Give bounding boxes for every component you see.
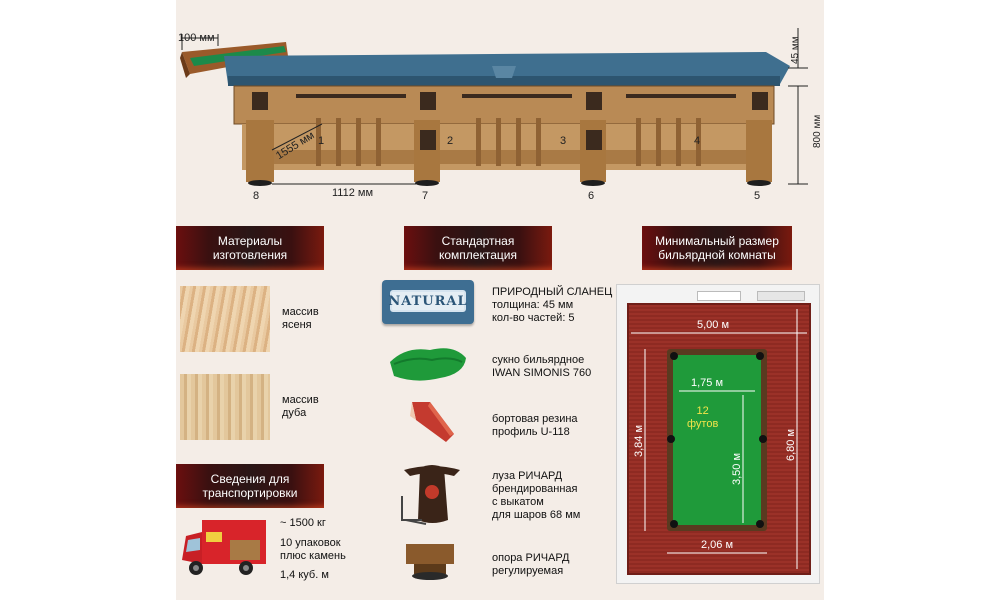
room-table-frame [667,349,767,531]
billiard-table-illustration [180,28,808,186]
natural-badge: NATURAL [388,290,467,312]
kit-support-text: опора РИЧАРД регулируемая [492,552,570,577]
leg-number-1: 1 [318,135,325,147]
slate-sample: NATURAL [382,280,474,324]
pocket-icon [756,352,764,360]
table-span-label: 1112 мм [332,187,374,199]
pocket-sample [401,465,460,525]
table-width-label: 1,75 м [691,377,724,389]
leg-number-5: 5 [754,190,761,202]
room-door [757,291,805,301]
leg-support-sample [406,544,454,580]
cloth-sample [390,348,466,381]
leg-number-7: 7 [422,190,429,202]
pocket-icon [756,520,764,528]
room-dimension-lines [631,309,807,569]
oak-wood-sample [180,374,270,440]
leg-number-3: 3 [560,135,567,147]
leg-number-6: 6 [588,190,595,202]
materials-banner: Материалы изготовления [176,226,324,270]
pocket-icon [759,435,767,443]
transport-packages: 10 упаковок плюс камень [280,537,346,562]
kit-banner: Стандартная комплектация [404,226,552,270]
kit-cloth-text: сукно бильярдное IWAN SIMONIS 760 [492,354,592,379]
oak-wood-label: массив дуба [282,394,319,419]
ash-wood-label: массив ясеня [282,306,319,331]
table-size-label: 12 футов [687,405,719,430]
outer-length-label: 3,84 м [633,424,645,457]
outer-width-label: 2,06 м [701,539,734,551]
dimension-lines [271,28,808,185]
ash-wood-sample [180,286,270,352]
product-info-panel: 100 мм 45 мм 800 мм 1555 мм 1112 мм 1 2 … [176,0,824,600]
transport-weight: ~ 1500 кг [280,517,326,529]
room-width-label: 5,00 м [697,319,730,331]
leg-number-2: 2 [447,135,454,147]
table-length-label: 3,50 м [731,452,743,485]
room-banner: Минимальный размер бильярдной комнаты [642,226,792,270]
leg-number-8: 8 [253,190,260,202]
room-title: Минимальный размер бильярдной комнаты [655,234,779,262]
table-frame [233,85,775,186]
room-window [697,291,741,301]
materials-title: Материалы изготовления [212,234,288,262]
pocket-icon [670,520,678,528]
kit-pocket-text: луза РИЧАРД брендированная с выкатом для… [492,470,581,521]
transport-volume: 1,4 куб. м [280,569,329,581]
leg-number-4: 4 [694,135,701,147]
kit-title: Стандартная комплектация [439,234,517,262]
pocket-icon [670,352,678,360]
kit-slate-text: ПРИРОДНЫЙ СЛАНЕЦ толщина: 45 мм кол-во ч… [492,286,613,324]
rubber-profile-sample [410,402,454,442]
room-length-label: 6,80 м [785,428,797,461]
slate-thickness-label: 45 мм [790,36,801,64]
kit-rubber-text: бортовая резина профиль U-118 [492,413,578,438]
pocket-icon [667,435,675,443]
room-plan: 5,00 м 6,80 м 1,75 м 3,50 м 3,84 м 2,06 … [616,284,820,584]
truck-icon [182,520,266,575]
transport-title: Сведения для транспортировки [202,472,298,500]
table-height-label: 800 мм [812,114,823,148]
transport-banner: Сведения для транспортировки [176,464,324,508]
cushion-width-label: 100 мм [178,32,215,44]
room-table-cloth [673,355,761,525]
